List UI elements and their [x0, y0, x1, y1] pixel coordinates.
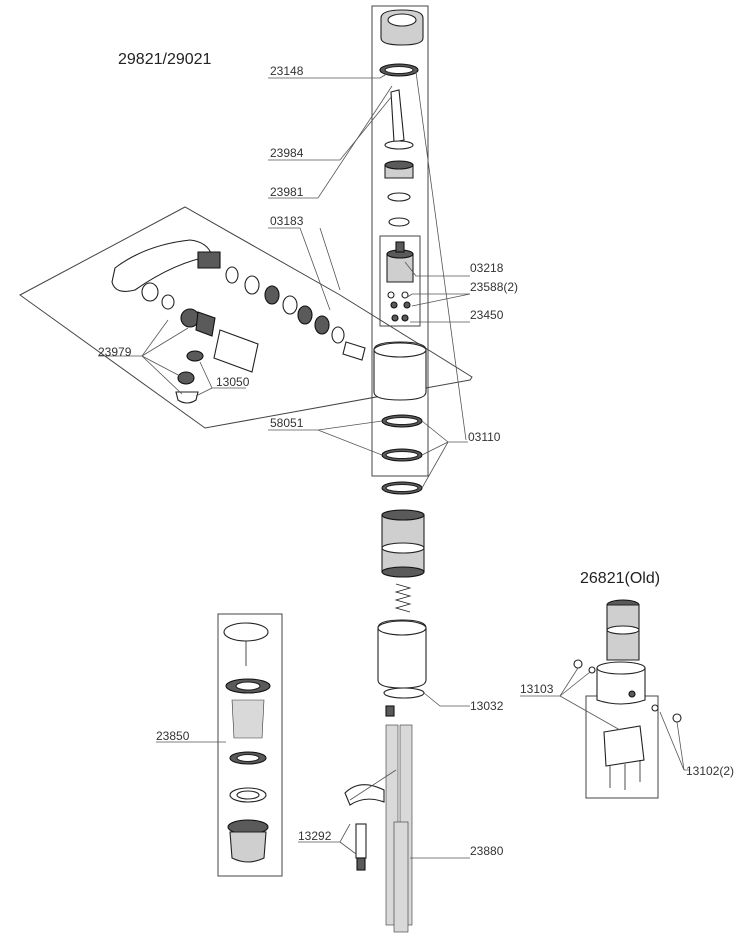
part-label-03110: 03110 — [468, 430, 501, 444]
drain-assembly-parts — [223, 622, 271, 863]
part-label-23880: 23880 — [470, 844, 504, 858]
part-label-23979: 23979 — [98, 345, 132, 359]
part-label-23588: 23588(2) — [470, 280, 518, 294]
spray-handle-parts — [111, 239, 366, 404]
part-label-13103: 13103 — [520, 682, 554, 696]
leader-lines — [98, 71, 690, 859]
part-label-23981: 23981 — [270, 185, 304, 199]
part-label-23148: 23148 — [270, 64, 304, 78]
drain-assembly-frame — [217, 613, 283, 877]
part-label-03218: 03218 — [470, 261, 504, 275]
cartridge-inset-frame — [379, 235, 421, 327]
part-label-03183: 03183 — [270, 214, 304, 228]
part-label-23984: 23984 — [270, 146, 304, 160]
part-label-23850: 23850 — [156, 729, 190, 743]
main-column-frame — [371, 5, 429, 477]
part-label-13050: 13050 — [216, 375, 250, 389]
part-label-13292: 13292 — [298, 829, 332, 843]
part-label-13032: 13032 — [470, 699, 504, 713]
part-label-13102: 13102(2) — [686, 764, 734, 778]
main-column-parts — [344, 9, 427, 933]
old-cartridge-parts — [573, 599, 682, 790]
model-number-main: 29821/29021 — [118, 51, 212, 68]
model-number-old: 26821(Old) — [580, 570, 660, 587]
spray-handle-frame — [19, 206, 473, 429]
part-label-23450: 23450 — [470, 308, 504, 322]
part-label-58051: 58051 — [270, 416, 304, 430]
